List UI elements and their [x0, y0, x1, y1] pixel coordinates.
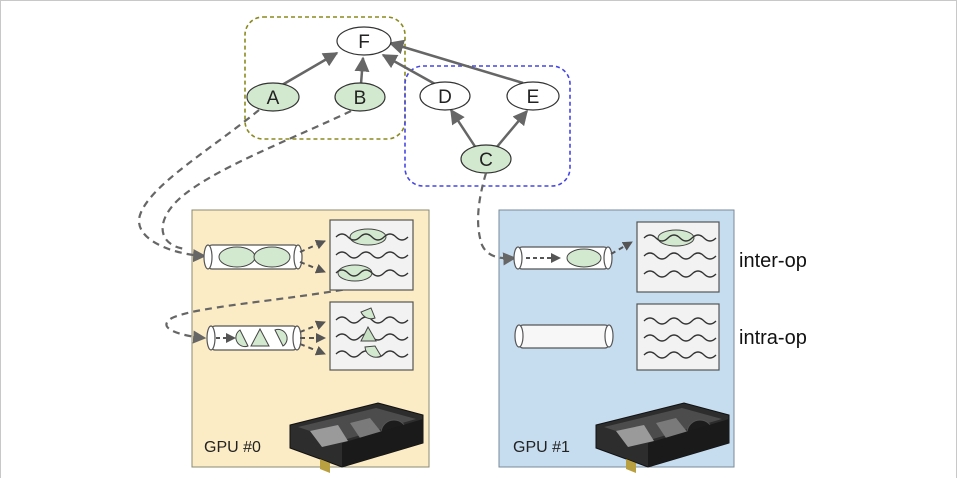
node-b: B	[334, 82, 386, 112]
svg-text:D: D	[438, 87, 452, 108]
edge-b-f	[354, 56, 370, 85]
node-a: A	[246, 82, 300, 112]
node-e: E	[506, 81, 560, 111]
edge-e-f	[388, 39, 524, 85]
svg-text:F: F	[358, 32, 370, 53]
placement-arrow-c	[477, 172, 517, 266]
gpu1-inter-streams	[636, 221, 720, 293]
placement-arrow-gpu0-cross	[165, 281, 379, 344]
frame-left-border	[0, 0, 1, 478]
gpu1-inter-dispatch-arrow	[610, 241, 633, 255]
placement-arrows	[137, 109, 517, 344]
gpu0-intra-streams	[329, 301, 414, 371]
gpu0-inter-dispatch-arrows	[299, 240, 326, 274]
gpu-card-icon	[595, 402, 730, 473]
placement-arrow-b	[161, 110, 352, 251]
gpu1-label: GPU #1	[513, 439, 570, 456]
graph-edges	[281, 39, 528, 149]
row-label-inter-op: inter-op	[739, 250, 807, 272]
gpu-card-icon	[289, 402, 424, 473]
gpu0-label: GPU #0	[204, 439, 261, 456]
placement-arrow-a	[137, 109, 260, 263]
gpu0-intra-dispatch-arrows	[299, 320, 326, 356]
row-label-intra-op: intra-op	[739, 327, 807, 349]
svg-text:A: A	[267, 88, 280, 109]
edge-c-e	[495, 109, 528, 149]
gpu0-inter-queue	[203, 244, 303, 270]
node-c: C	[460, 144, 512, 174]
frame-top-border	[0, 0, 957, 1]
cluster-cde	[404, 65, 571, 187]
svg-text:C: C	[479, 150, 493, 171]
edge-c-d	[449, 108, 478, 149]
node-f: F	[336, 26, 392, 56]
svg-text:B: B	[354, 88, 367, 109]
gpu1-intra-queue	[514, 324, 614, 349]
gpu1-intra-streams	[636, 303, 720, 371]
gpu0-inter-streams	[329, 219, 414, 291]
svg-text:E: E	[527, 87, 540, 108]
gpu1-inter-queue	[513, 246, 613, 270]
node-d: D	[419, 81, 471, 111]
edge-a-f	[281, 51, 339, 87]
graph-nodes: F A B D E C	[246, 26, 560, 174]
gpu0-intra-queue	[206, 325, 302, 351]
edge-d-f	[381, 53, 436, 86]
